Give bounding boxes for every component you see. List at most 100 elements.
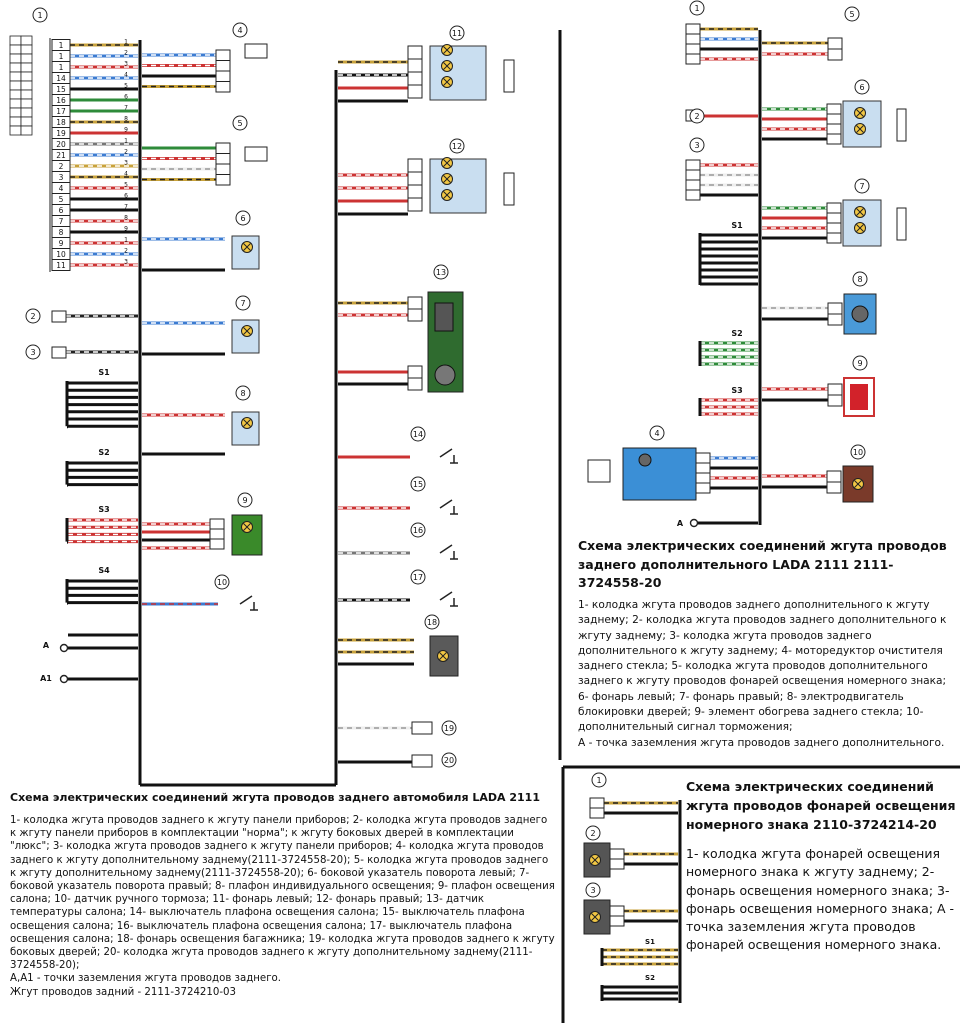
callout-11 [449,25,465,41]
pin-box [407,308,423,322]
component-number: 7 [859,182,864,191]
pin-cell [9,80,22,91]
component-number: 7 [240,299,245,308]
pin-cell [9,116,22,127]
lamp-cross [443,159,451,167]
components-layer [59,44,882,935]
connector-box [51,310,67,323]
pin-box [685,33,701,45]
callout-4 [232,22,248,38]
pin-cell [9,98,22,109]
component-number: 6 [859,83,864,92]
wire-pin-num: 5 [124,83,128,90]
pin-box [826,232,842,244]
pin-box [407,365,423,379]
pin-cell [20,116,33,127]
component-number: 17 [413,573,423,582]
motor-icon [434,364,456,386]
component-number: 9 [857,359,862,368]
pin-cell [20,71,33,82]
callout-8 [235,385,251,401]
pin-box [215,70,231,82]
component-number: 2 [590,829,595,838]
wire-pin-num: 1 [124,138,128,145]
wire-pin-num: 7 [124,105,128,112]
wire-pin-num: 8 [124,116,128,123]
pin-label: 18 [56,118,66,127]
wire-pin-num: 6 [124,193,128,200]
wire-pin-num: 5 [124,182,128,189]
right-bottom-diagram-title: Схема электрических соединений жгута про… [686,779,956,832]
callout-16 [410,522,426,538]
pin-box [826,123,842,135]
component-number: 10 [853,448,863,457]
splice-label: S1 [98,368,110,377]
component-number: 2 [694,112,699,121]
pin-box [407,184,423,199]
callout-7 [235,295,251,311]
connector-box [411,721,433,735]
pin-box [407,71,423,86]
pin-box [826,133,842,145]
pin-label: 21 [56,151,66,160]
wire-pin-num: 8 [124,215,128,222]
wires-layer [66,27,828,1001]
sensor-icon [434,302,454,332]
pin-box [209,518,225,530]
right-top-ground-note: А - точка заземления жгута проводов задн… [578,736,945,749]
pin-cell [20,44,33,55]
pin-cell [9,71,22,82]
pin-box [685,53,701,65]
lamp-cross [443,175,451,183]
left-harness-note: Жгут проводов задний - 2111-3724210-03 [10,986,237,998]
connector-face [244,146,268,162]
pin-box [609,905,625,917]
wire-pin-num: 9 [124,226,128,233]
ground-point-icon [59,674,69,684]
switch-icon [239,595,253,605]
wire-pin-num: 4 [124,171,128,178]
splice-label: S2 [645,974,655,982]
rt-component-box-4 [622,447,697,501]
component-number: 14 [413,430,423,439]
lamp-cross [243,327,251,335]
pin-box [685,179,701,191]
pin-box [215,60,231,72]
component-number: 12 [452,142,462,151]
pin-cell [9,125,22,136]
pin-box [589,797,605,809]
component-number: 18 [427,618,437,627]
pin-box [609,858,625,870]
callout-12 [449,138,465,154]
lamp-cross [443,46,451,54]
pin-box [826,113,842,125]
pin-label: 15 [56,85,66,94]
pin-box [827,394,843,407]
component-number: 11 [452,29,462,38]
pin-box [685,169,701,181]
splice-label: S1 [645,938,655,946]
component-number: 4 [654,429,659,438]
ground-label: А [43,641,50,650]
pin-box [215,163,231,175]
lamp-cross [243,419,251,427]
pin-box [589,807,605,819]
wire-pin-num: 3 [124,61,128,68]
pin-box [215,153,231,165]
rb-callout-1 [591,772,607,788]
rt-callout-4 [649,425,665,441]
pin-cell [9,62,22,73]
pin-box [826,103,842,115]
pin-box [827,37,843,50]
frames-layer [9,23,960,1023]
callout-3 [25,344,41,360]
component-number: 2 [30,312,35,321]
pin-cell [20,62,33,73]
lamp-cross [443,62,451,70]
pin-box [407,377,423,391]
rt-callout-9 [852,355,868,371]
pin-box [407,296,423,310]
lamp-cross [443,191,451,199]
pin-box [215,142,231,154]
